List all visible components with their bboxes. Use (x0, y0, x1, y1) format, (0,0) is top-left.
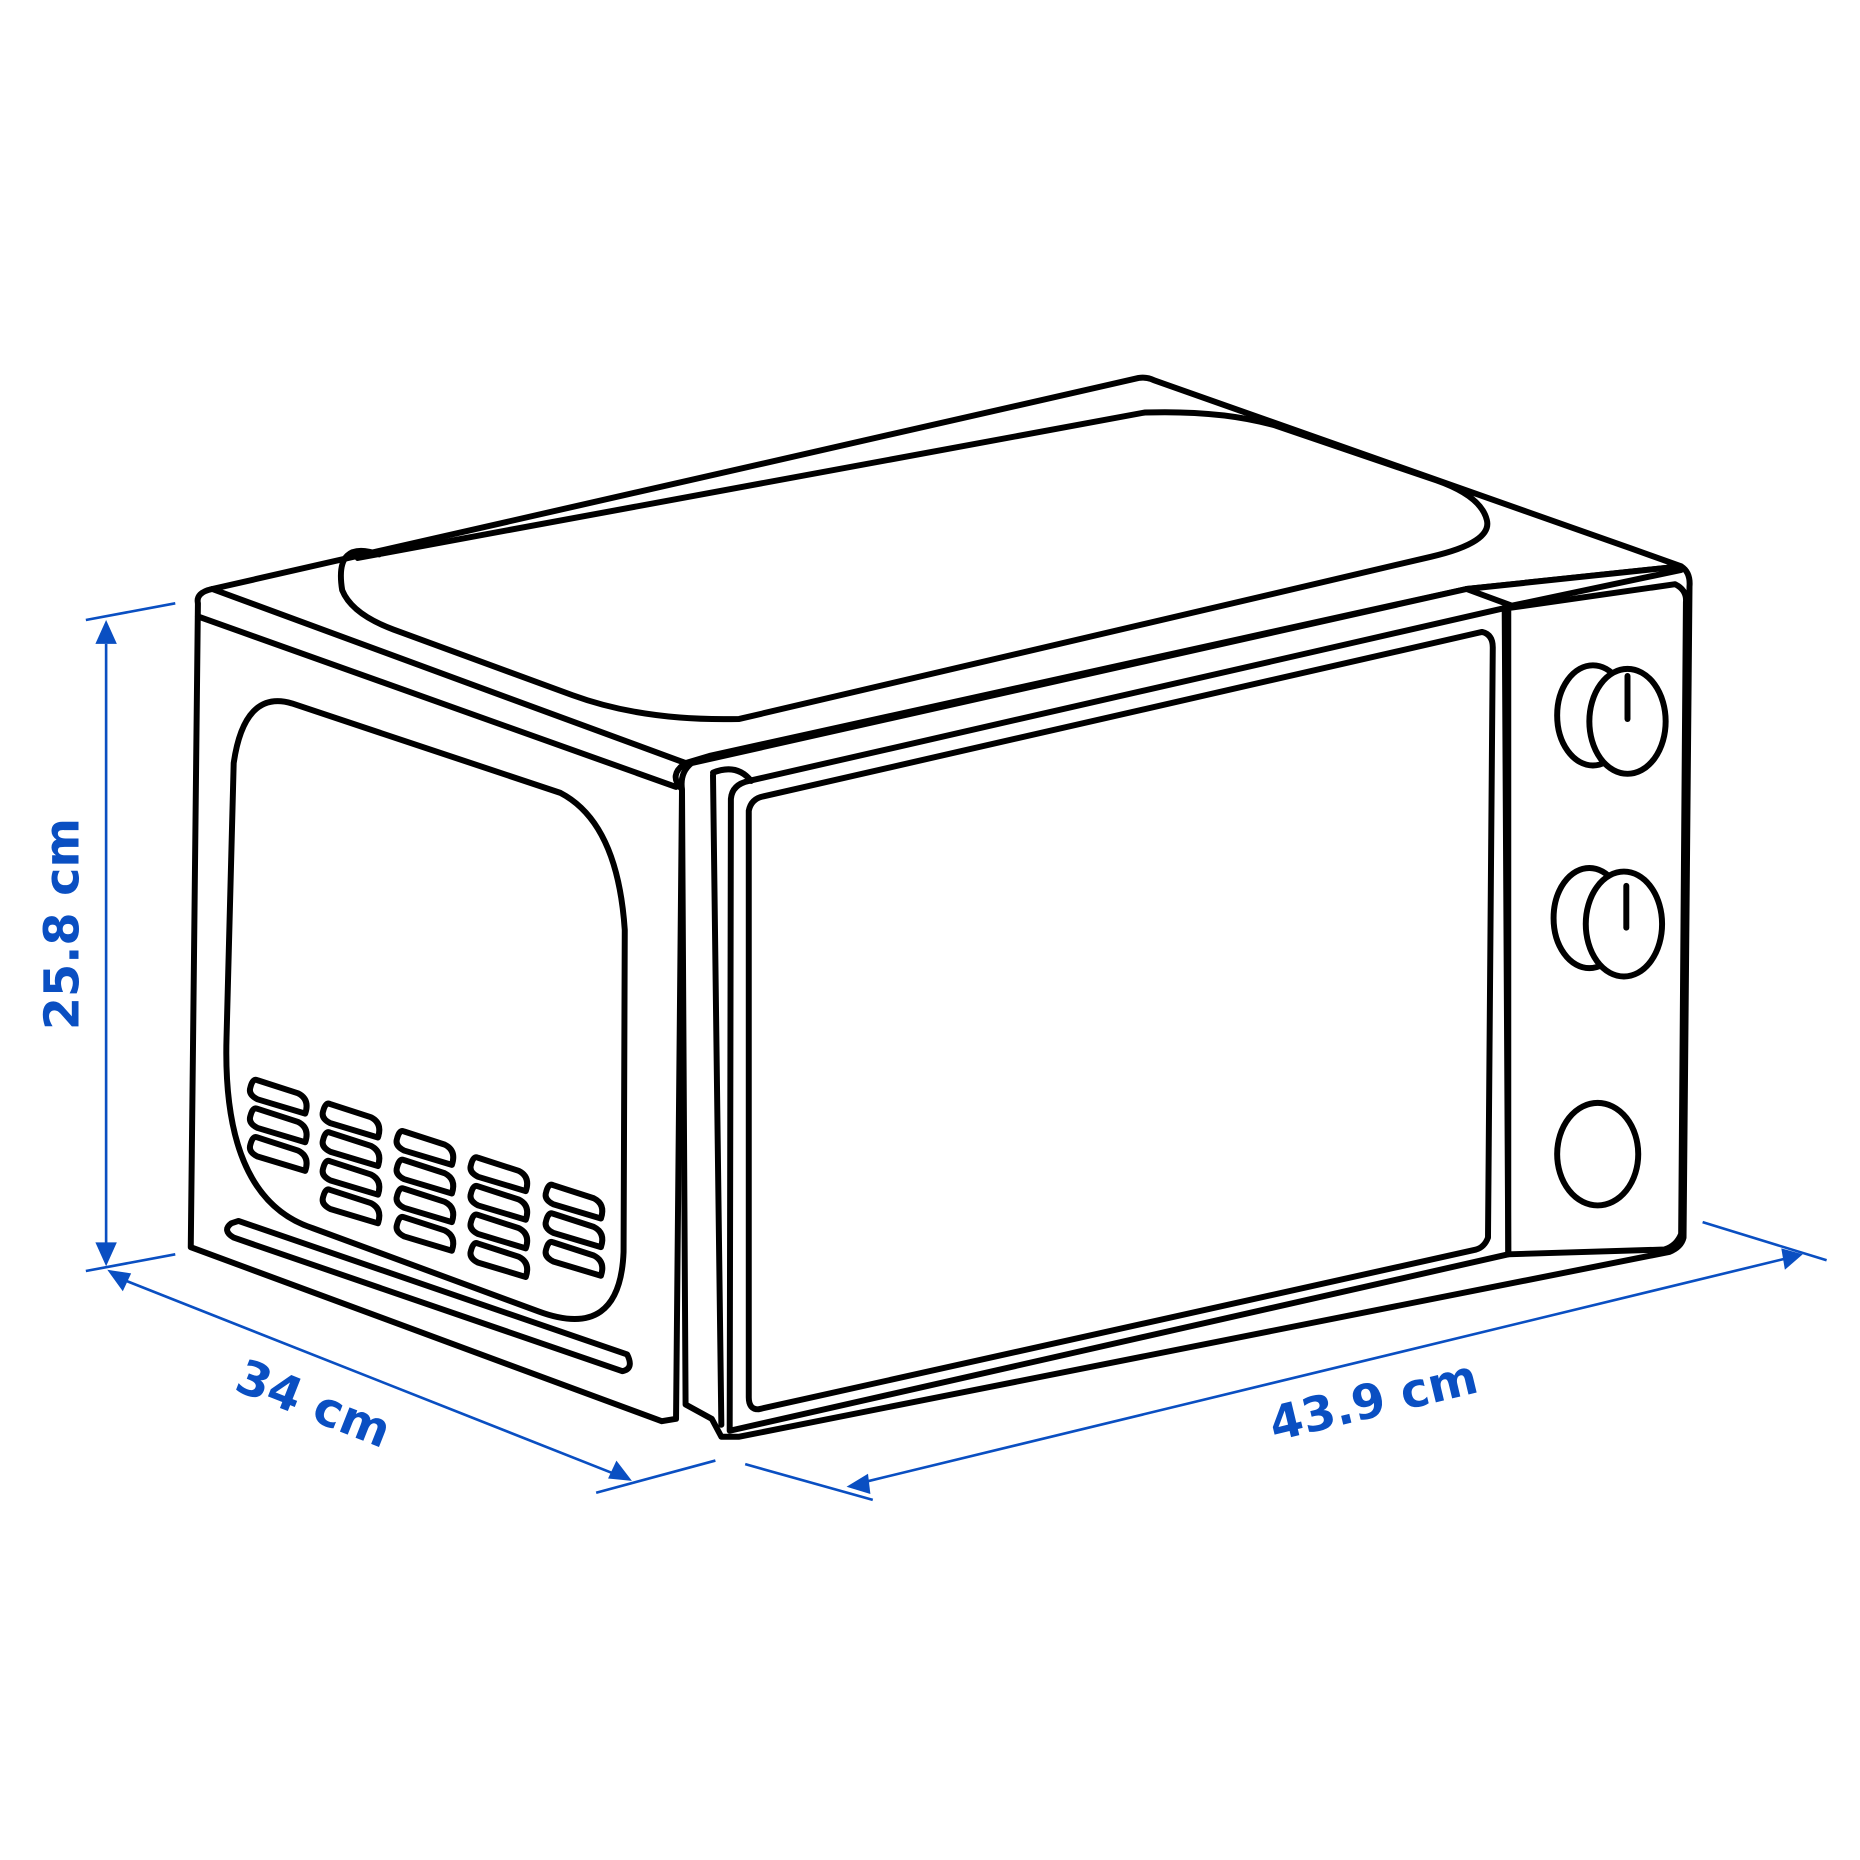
height-arrow-top (95, 620, 117, 644)
top-recess-panel (338, 409, 1491, 723)
door-window (745, 628, 1496, 1413)
width-arrow-left (846, 1473, 871, 1494)
vent-slot (542, 1181, 606, 1222)
width-label: 43.9 cm (1264, 1350, 1483, 1453)
depth-arrow-right (608, 1460, 632, 1481)
height-label: 25.8 cm (36, 818, 91, 1030)
vent-slot (393, 1213, 457, 1254)
middle-knob[interactable] (1550, 865, 1666, 980)
bottom-slot (224, 1217, 633, 1375)
control-knobs (1550, 662, 1669, 1209)
control-panel (1505, 581, 1689, 1258)
control-panel-top-edge (1463, 566, 1685, 609)
depth-arrow-left (107, 1269, 132, 1292)
vent-slot (319, 1129, 383, 1170)
vent-slot (393, 1185, 457, 1226)
vent-slot (246, 1105, 310, 1146)
height-arrow-bottom (95, 1242, 117, 1267)
vent-slot (467, 1182, 531, 1223)
microwave-body (187, 374, 1693, 1440)
vent-slot (542, 1238, 606, 1279)
width-arrow-right (1781, 1248, 1803, 1270)
vent-slot (393, 1128, 457, 1168)
depth-label: 34 cm (228, 1349, 398, 1459)
vent-slot (319, 1186, 383, 1227)
left-side-top-edge (194, 613, 680, 790)
height-dimension: 25.8 cm (36, 602, 176, 1273)
vent-slot (467, 1240, 531, 1280)
top-knob[interactable] (1554, 662, 1669, 777)
vent-slot (467, 1154, 531, 1195)
vent-slot (246, 1076, 310, 1117)
vent-slot (319, 1100, 383, 1141)
vent-slot (319, 1157, 383, 1198)
vent-slot (542, 1210, 606, 1251)
vent-slot (246, 1134, 310, 1174)
door-panel (726, 605, 1512, 1434)
bottom-button[interactable] (1554, 1099, 1642, 1209)
side-vents (246, 1076, 606, 1280)
vent-slot (393, 1156, 457, 1197)
vent-slot (467, 1211, 531, 1252)
left-side-recess (223, 698, 628, 1322)
front-frame-side-edge (710, 772, 725, 1428)
front-frame (678, 563, 1693, 1440)
